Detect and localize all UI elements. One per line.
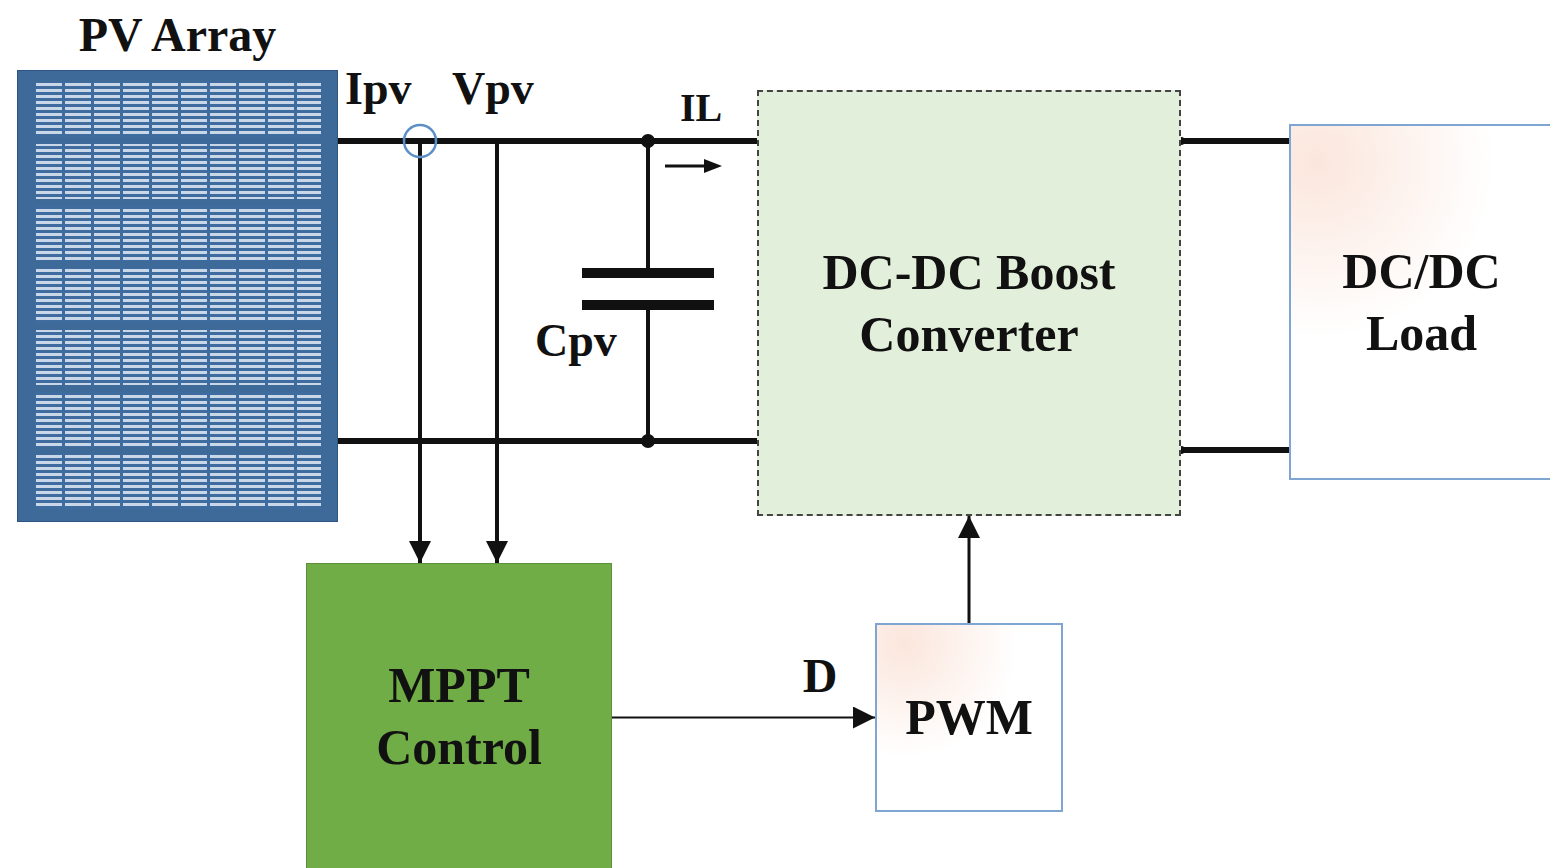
panel-module [35, 82, 321, 137]
panel-heading: PV Array [17, 6, 338, 64]
capacitor-plate [582, 268, 714, 278]
box-label: DC/DC Load [1301, 240, 1542, 365]
power-wire [1181, 138, 1289, 144]
power-wire [1181, 447, 1289, 453]
pv-panel: PV Array [17, 70, 338, 522]
signal-arrow [968, 516, 971, 623]
component-label: Cpv [535, 318, 617, 364]
current-arrow [665, 165, 706, 168]
panel-frame [17, 70, 338, 522]
signal-arrow [338, 141, 420, 563]
controller-box: MPPT Control [306, 563, 612, 868]
signal-label: D [803, 652, 838, 700]
pv-panel-art [17, 70, 338, 522]
boost-converter-box: DC-DC Boost Converter [757, 90, 1181, 516]
current-label: IL [680, 88, 722, 128]
panel-module [35, 392, 321, 447]
panel-module [35, 144, 321, 199]
power-wire [338, 438, 757, 444]
load-box: DC/DC Load [1289, 124, 1550, 480]
box-label: PWM [905, 686, 1033, 749]
capacitor-lead [646, 141, 650, 272]
panel-module [35, 330, 321, 385]
signal-arrow [338, 141, 497, 563]
box-label: DC-DC Boost Converter [769, 241, 1169, 366]
box-label: MPPT Control [317, 654, 601, 779]
capacitor-lead [646, 306, 650, 441]
capacitor-plate [582, 300, 714, 310]
current-arrow-head [704, 159, 722, 173]
current-sensor-ring [404, 125, 436, 157]
panel-module [35, 206, 321, 261]
panel-module [35, 454, 321, 509]
signal-arrow [612, 717, 875, 719]
current-label: Ipv [345, 66, 411, 112]
pwm-box: PWM [875, 623, 1063, 812]
panel-module [35, 268, 321, 323]
voltage-label: Vpv [452, 66, 534, 112]
